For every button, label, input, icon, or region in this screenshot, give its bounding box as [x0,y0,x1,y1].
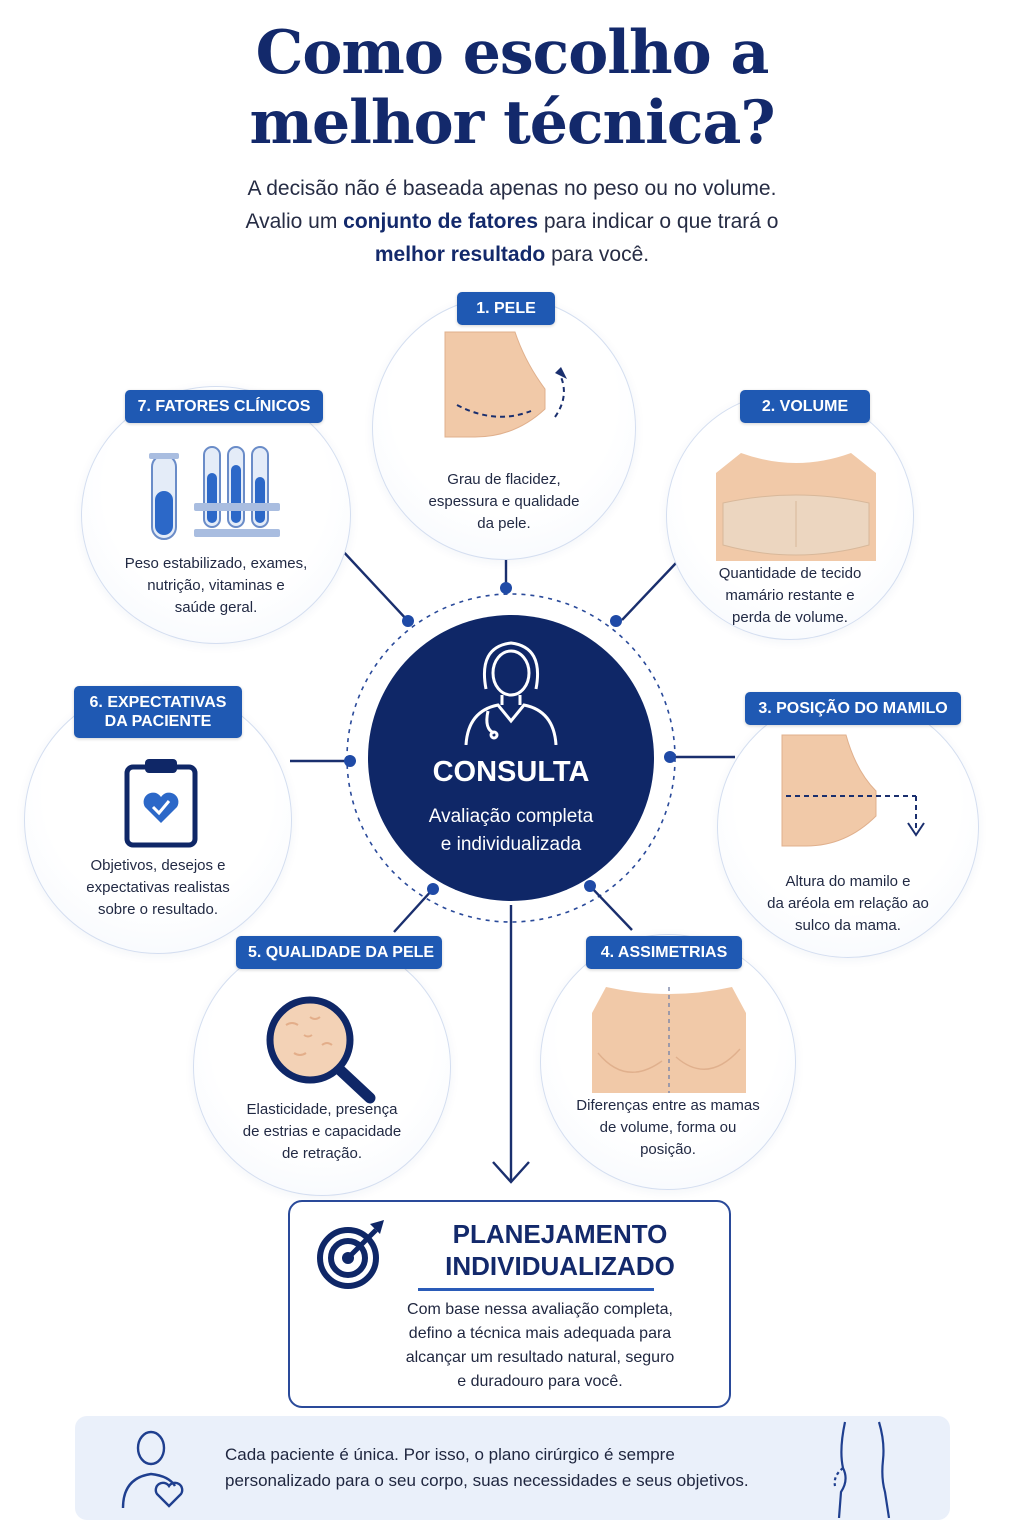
desc-line: da pele. [477,515,531,532]
footer-line-2: personalizado para o seu corpo, suas nec… [225,1471,749,1490]
dot-mamilo [664,751,676,763]
dot-pele [500,582,512,594]
desc-line: posição. [640,1141,696,1158]
desc-line: Altura do mamilo e [785,873,911,890]
center-sub-line-2: e individualizada [440,834,582,855]
footer-banner: Cada paciente é única. Por isso, o plano… [75,1416,950,1520]
target-arrow-icon [317,1220,384,1289]
desc-line: Elasticidade, presença [246,1101,398,1118]
desc-line: Diferenças entre as mamas [576,1097,760,1114]
badge-clinicos: 7. FATORES CLÍNICOS [125,390,323,423]
dot-qualidade [427,883,439,895]
subtitle-line-3-b: para você. [545,243,650,266]
center-title: CONSULTA [432,756,590,788]
dot-clinicos [402,615,414,627]
factor-volume-desc: Quantidade de tecido mamário restante e … [667,563,913,629]
desc-line: sulco da mama. [795,917,901,934]
desc-line: sobre o resultado. [97,901,219,918]
title-line-2: melhor técnica? [249,88,776,158]
factor-assimetrias-desc: Diferenças entre as mamas de volume, for… [541,1095,795,1161]
plan-title-line-2: INDIVIDUALIZADO [445,1251,675,1281]
subtitle-highlight-fatores: conjunto de fatores [343,210,539,233]
desc-line: espessura e qualidade [428,493,580,510]
clipboard-heart-icon [124,759,198,848]
factor-pele-desc: Grau de flacidez, espessura e qualidade … [373,469,635,535]
plan-title: PLANEJAMENTO INDIVIDUALIZADO [410,1218,710,1282]
title-line-1: Como escolho a [255,18,770,88]
center-consulta: CONSULTA Avaliação completa e individual… [368,615,654,901]
page-title: Como escolho a melhor técnica? [0,18,1024,158]
plan-box: PLANEJAMENTO INDIVIDUALIZADO Com base ne… [288,1200,731,1408]
asymmetry-illustration [592,987,746,1093]
doctor-icon [464,641,558,745]
factor-clinicos: Peso estabilizado, exames, nutrição, vit… [81,386,351,644]
dot-assimetrias [584,880,596,892]
factor-qualidade-desc: Elasticidade, presença de estrias e capa… [194,1099,450,1165]
footer-text: Cada paciente é única. Por isso, o plano… [225,1442,825,1494]
center-sub-line-1: Avaliação completa [428,806,594,827]
plan-title-underline [418,1288,654,1291]
factor-expectativas-desc: Objetivos, desejos e expectativas realis… [25,855,291,921]
subtitle-line-2-a: Avalio um [245,210,344,233]
plan-text-line: e duradouro para você. [457,1373,623,1390]
desc-line: da aréola em relação ao [767,895,929,912]
plan-text-line: alcançar um resultado natural, seguro [405,1349,675,1366]
position-illustration [781,734,925,847]
desc-line: expectativas realistas [86,879,230,896]
magnifier-icon [266,996,376,1104]
page-subtitle: A decisão não é baseada apenas no peso o… [0,172,1024,271]
subtitle-line-2-c: para indicar o que trará o [538,210,779,233]
dot-volume [610,615,622,627]
subtitle-line-1: A decisão não é baseada apenas no peso o… [247,177,777,200]
factor-qualidade-pele: Elasticidade, presença de estrias e capa… [193,938,451,1196]
factor-volume: Quantidade de tecido mamário restante e … [666,392,914,640]
plan-text-line: defino a técnica mais adequada para [408,1325,672,1342]
desc-line: de retração. [281,1145,363,1162]
badge-qualidade-pele: 5. QUALIDADE DA PELE [236,936,442,969]
factor-pele: Grau de flacidez, espessura e qualidade … [372,296,636,560]
test-tubes-icon [149,446,280,540]
plan-text-line: Com base nessa avaliação completa, [407,1301,673,1318]
desc-line: Quantidade de tecido [718,565,862,582]
wire-qualidade [393,888,434,933]
volume-illustration [716,453,876,561]
plan-title-line-1: PLANEJAMENTO [452,1219,668,1249]
person-heart-icon [121,1430,184,1509]
footer-line-1: Cada paciente é única. Por isso, o plano… [225,1445,675,1464]
plan-text: Com base nessa avaliação completa, defin… [370,1298,710,1394]
desc-line: perda de volume. [732,609,848,626]
factor-assimetrias: Diferenças entre as mamas de volume, for… [540,934,796,1190]
badge-mamilo: 3. POSIÇÃO DO MAMILO [745,692,961,725]
desc-line: Grau de flacidez, [447,471,561,488]
desc-line: Objetivos, desejos e [90,857,226,874]
body-silhouette-icon [833,1421,891,1518]
desc-line: Peso estabilizado, exames, [124,555,308,572]
wire-assimetrias [589,885,633,931]
badge-pele: 1. PELE [457,292,555,325]
factor-mamilo: Altura do mamilo e da aréola em relação … [717,696,979,958]
desc-line: saúde geral. [174,599,258,616]
badge-volume: 2. VOLUME [740,390,870,423]
badge-assimetrias: 4. ASSIMETRIAS [586,936,742,969]
desc-line: nutrição, vitaminas e [147,577,285,594]
subtitle-line-3: melhor resultado para você. [0,238,1024,271]
arrow-head-down [492,1161,530,1184]
desc-line: mamário restante e [725,587,855,604]
factor-mamilo-desc: Altura do mamilo e da aréola em relação … [718,871,978,937]
subtitle-line-2: Avalio um conjunto de fatores para indic… [0,205,1024,238]
badge-expectativas: 6. EXPECTATIVAS DA PACIENTE [74,686,242,738]
desc-line: de estrias e capacidade [242,1123,402,1140]
badge-expectativas-line-2: DA PACIENTE [104,713,212,730]
skin-illustration [444,331,567,438]
desc-line: de volume, forma ou [599,1119,737,1136]
subtitle-highlight-resultado: melhor resultado [374,243,546,266]
factor-clinicos-desc: Peso estabilizado, exames, nutrição, vit… [82,553,350,619]
badge-expectativas-line-1: 6. EXPECTATIVAS [89,694,227,711]
center-subtitle: Avaliação completa e individualizada [368,803,654,859]
dot-expectativas [344,755,356,767]
wire-clinicos [339,547,409,622]
